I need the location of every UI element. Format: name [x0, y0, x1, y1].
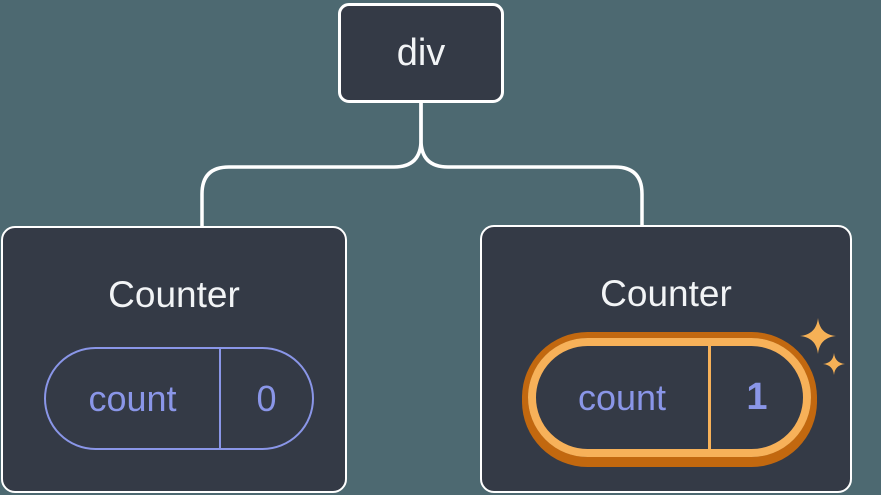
connector-branch-left — [200, 103, 423, 227]
root-node-div: div — [338, 3, 504, 103]
sparkle-small-icon — [823, 353, 845, 375]
state-value: 0 — [219, 349, 312, 448]
state-key-label: count — [577, 376, 667, 418]
counter-component-card-left: Counter count 0 — [1, 226, 347, 493]
connector-branch-right — [419, 103, 644, 226]
state-key-label: count — [88, 377, 177, 419]
state-value: 1 — [708, 346, 803, 449]
state-pill-highlighted: count 1 — [528, 338, 811, 457]
state-pill: count 0 — [44, 347, 314, 450]
component-title: Counter — [600, 273, 732, 314]
sparkle-icon — [800, 318, 845, 375]
sparkle-large-icon — [800, 318, 836, 354]
counter-component-card-right: Counter count 1 — [480, 225, 852, 493]
component-title: Counter — [108, 274, 240, 315]
root-node-label: div — [396, 31, 446, 74]
